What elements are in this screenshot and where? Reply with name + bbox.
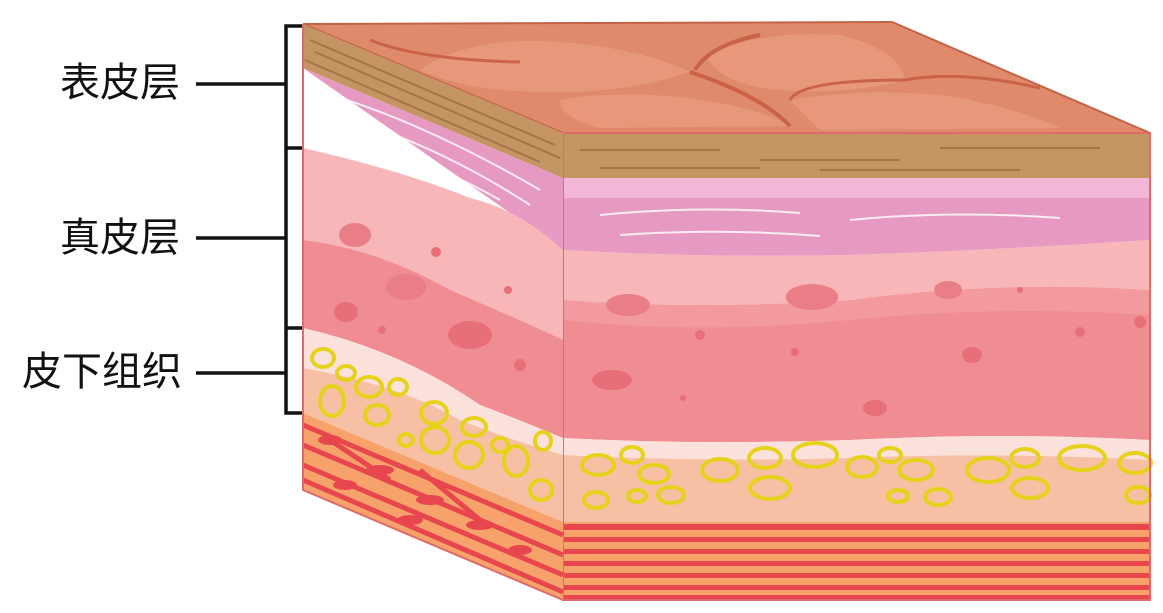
layer-bracket — [196, 24, 303, 415]
label-dermis: 真皮层 — [60, 215, 180, 261]
top-surface — [302, 20, 1151, 134]
fat-cell-ring — [580, 441, 1153, 510]
fat-cell-ring — [310, 347, 554, 502]
label-epidermis: 表皮层 — [60, 60, 180, 106]
front-face — [562, 132, 1153, 601]
side-face — [302, 24, 564, 601]
label-subcutaneous: 皮下组织 — [22, 349, 182, 395]
